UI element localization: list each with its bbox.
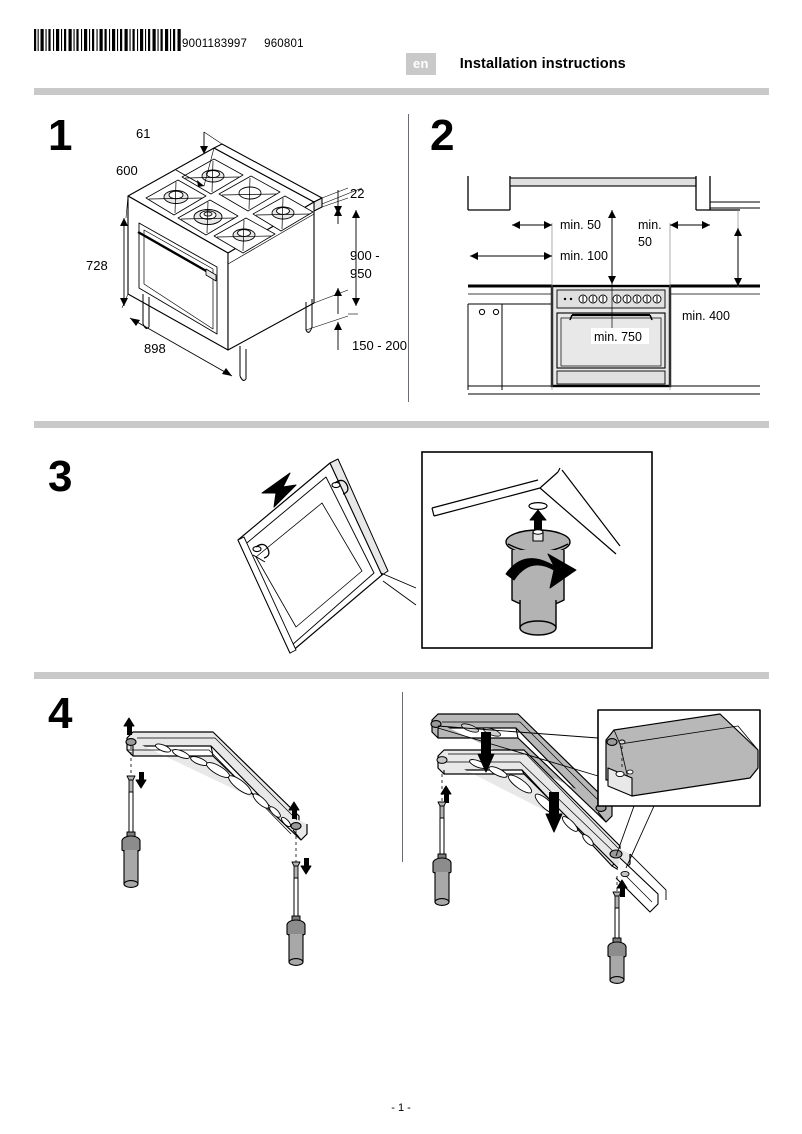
step-number-4: 4 (48, 689, 73, 738)
dim-height-body: 728 (86, 258, 108, 273)
page-number: - 1 - (391, 1102, 411, 1114)
dim-plinth-height: 150 - 200 (352, 338, 407, 353)
document-number: 960801 (264, 37, 304, 50)
section-divider-2 (34, 421, 769, 428)
step-number-1: 1 (48, 111, 73, 160)
step-number-2: 2 (430, 111, 455, 160)
dim-depth: 600 (116, 163, 138, 178)
figure-2: min. 50 min. 100 min. 50 min. 750 min. 4… (460, 168, 780, 398)
label-hood-height: min. 750 (594, 330, 642, 344)
page-title: Installation instructions (459, 56, 626, 72)
label-right-gap-line1: min. (638, 218, 662, 232)
step-number-3: 3 (48, 452, 73, 501)
label-left-gap-upper: min. 50 (560, 218, 601, 232)
label-left-gap-lower: min. 100 (560, 249, 608, 263)
figure-3-detail (420, 450, 662, 655)
dim-worktop-height-2: 950 (350, 266, 372, 281)
section-divider-3 (34, 672, 769, 679)
label-side-height: min. 400 (682, 309, 730, 323)
column-divider-bottom (402, 692, 403, 862)
title-row: en Installation instructions (406, 53, 626, 75)
language-badge: en (406, 53, 436, 75)
label-right-gap-line2: 50 (638, 235, 652, 249)
figure-4-right (420, 698, 765, 984)
figure-1: 61 600 728 898 22 900 - 950 150 - 200 (86, 118, 407, 398)
figure-4-left (85, 698, 395, 968)
dim-depth-top: 61 (136, 126, 150, 141)
header-divider (34, 88, 769, 95)
dim-lip: 22 (350, 186, 364, 201)
barcode-block: 9001183997 960801 (34, 29, 304, 51)
figure-3 (150, 445, 417, 660)
barcode-image (34, 29, 181, 51)
column-divider-top (408, 114, 409, 402)
dim-worktop-height: 900 - (350, 248, 380, 263)
barcode-number: 9001183997 (182, 37, 248, 50)
dim-width: 898 (144, 341, 166, 356)
